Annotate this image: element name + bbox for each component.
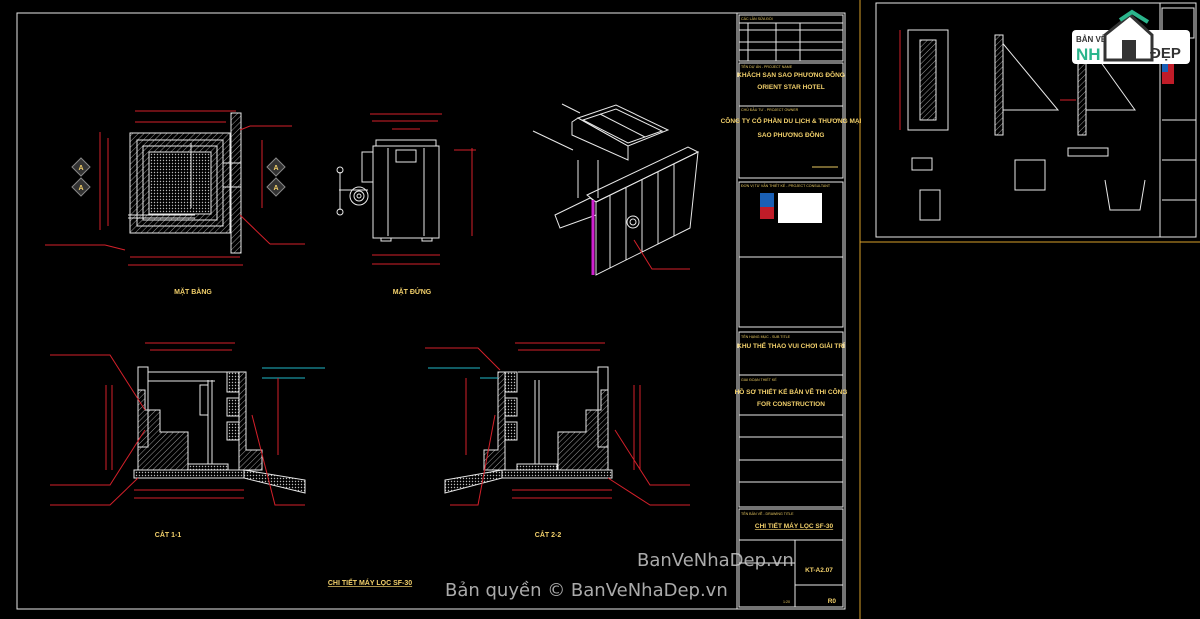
section-marker-icon[interactable]: A: [266, 157, 286, 177]
drawing-name: CHI TIẾT MÁY LỌC SF-30: [755, 520, 834, 530]
section-marker-label: A: [78, 165, 83, 172]
section-2-2: CẮT 2-2: [425, 342, 690, 539]
owner-name-2: SAO PHƯƠNG ĐÔNG: [758, 130, 825, 139]
section-marker-label: A: [273, 185, 278, 192]
elevation-view: MẶT ĐỨNG: [336, 113, 476, 296]
section-marker-icon[interactable]: A: [71, 177, 91, 197]
title-block: CÁC LẦN SỬA ĐỔI TÊN DỰ ÁN - PROJECT NAME…: [721, 14, 862, 608]
owner-label: CHỦ ĐẦU TƯ - PROJECT OWNER: [741, 107, 799, 112]
view-label-plan: MẶT BẰNG: [174, 287, 212, 296]
item-name: KHU THỂ THAO VUI CHƠI GIẢI TRÍ: [737, 341, 845, 350]
consultant-label: ĐƠN VỊ TƯ VẤN THIẾT KẾ - PROJECT CONSULT…: [741, 183, 831, 188]
stage-label: GIAI ĐOẠN THIẾT KẾ: [741, 377, 777, 382]
section-1-1: CẮT 1-1: [50, 342, 325, 539]
logo-mark: ĐẸP: [1150, 45, 1181, 62]
logo-text: BẢN VẼ: [1076, 35, 1107, 44]
site-watermark: BanVeNhaDep.vn: [637, 550, 794, 571]
item-label: TÊN HẠNG MỤC - SUB TITLE: [741, 334, 791, 339]
scale: 1:20: [783, 600, 790, 604]
project-name-2: ORIENT STAR HOTEL: [757, 84, 824, 91]
view-label-elevation: MẶT ĐỨNG: [393, 287, 432, 296]
revision-header: CÁC LẦN SỬA ĐỔI: [741, 16, 773, 21]
consultant-logo: [760, 193, 822, 223]
banvenhadep-logo: BẢN VẼ NH ĐẸP: [1072, 9, 1190, 64]
revision: R0: [828, 598, 837, 605]
plan-view: A A A A MẶT BẰNG: [45, 110, 305, 296]
isometric-view: [532, 103, 700, 276]
drawing-label: TÊN BẢN VẼ - DRAWING TITLE: [741, 511, 794, 516]
view-label-section-2: CẮT 2-2: [535, 530, 562, 539]
copyright-watermark: Bản quyền © BanVeNhaDep.vn: [445, 580, 728, 601]
owner-name-1: CÔNG TY CỔ PHẦN DU LỊCH & THƯƠNG MẠI: [721, 115, 862, 125]
section-marker-icon[interactable]: A: [71, 157, 91, 177]
project-label: TÊN DỰ ÁN - PROJECT NAME: [741, 64, 793, 69]
section-marker-icon[interactable]: A: [266, 177, 286, 197]
sheet-drawing-title: CHI TIẾT MÁY LỌC SF-30: [328, 577, 412, 587]
logo-mark: NH: [1076, 45, 1101, 64]
view-label-section-1: CẮT 1-1: [155, 530, 182, 539]
project-name-1: KHÁCH SẠN SAO PHƯƠNG ĐÔNG: [737, 70, 845, 79]
section-marker-label: A: [273, 165, 278, 172]
stage-name-2: FOR CONSTRUCTION: [757, 401, 825, 408]
drawing-number: KT-A2.07: [805, 567, 833, 574]
stage-name-1: HỒ SƠ THIẾT KẾ BẢN VẼ THI CÔNG: [735, 386, 848, 396]
section-marker-label: A: [78, 185, 83, 192]
sheet-frame: [16, 12, 846, 610]
